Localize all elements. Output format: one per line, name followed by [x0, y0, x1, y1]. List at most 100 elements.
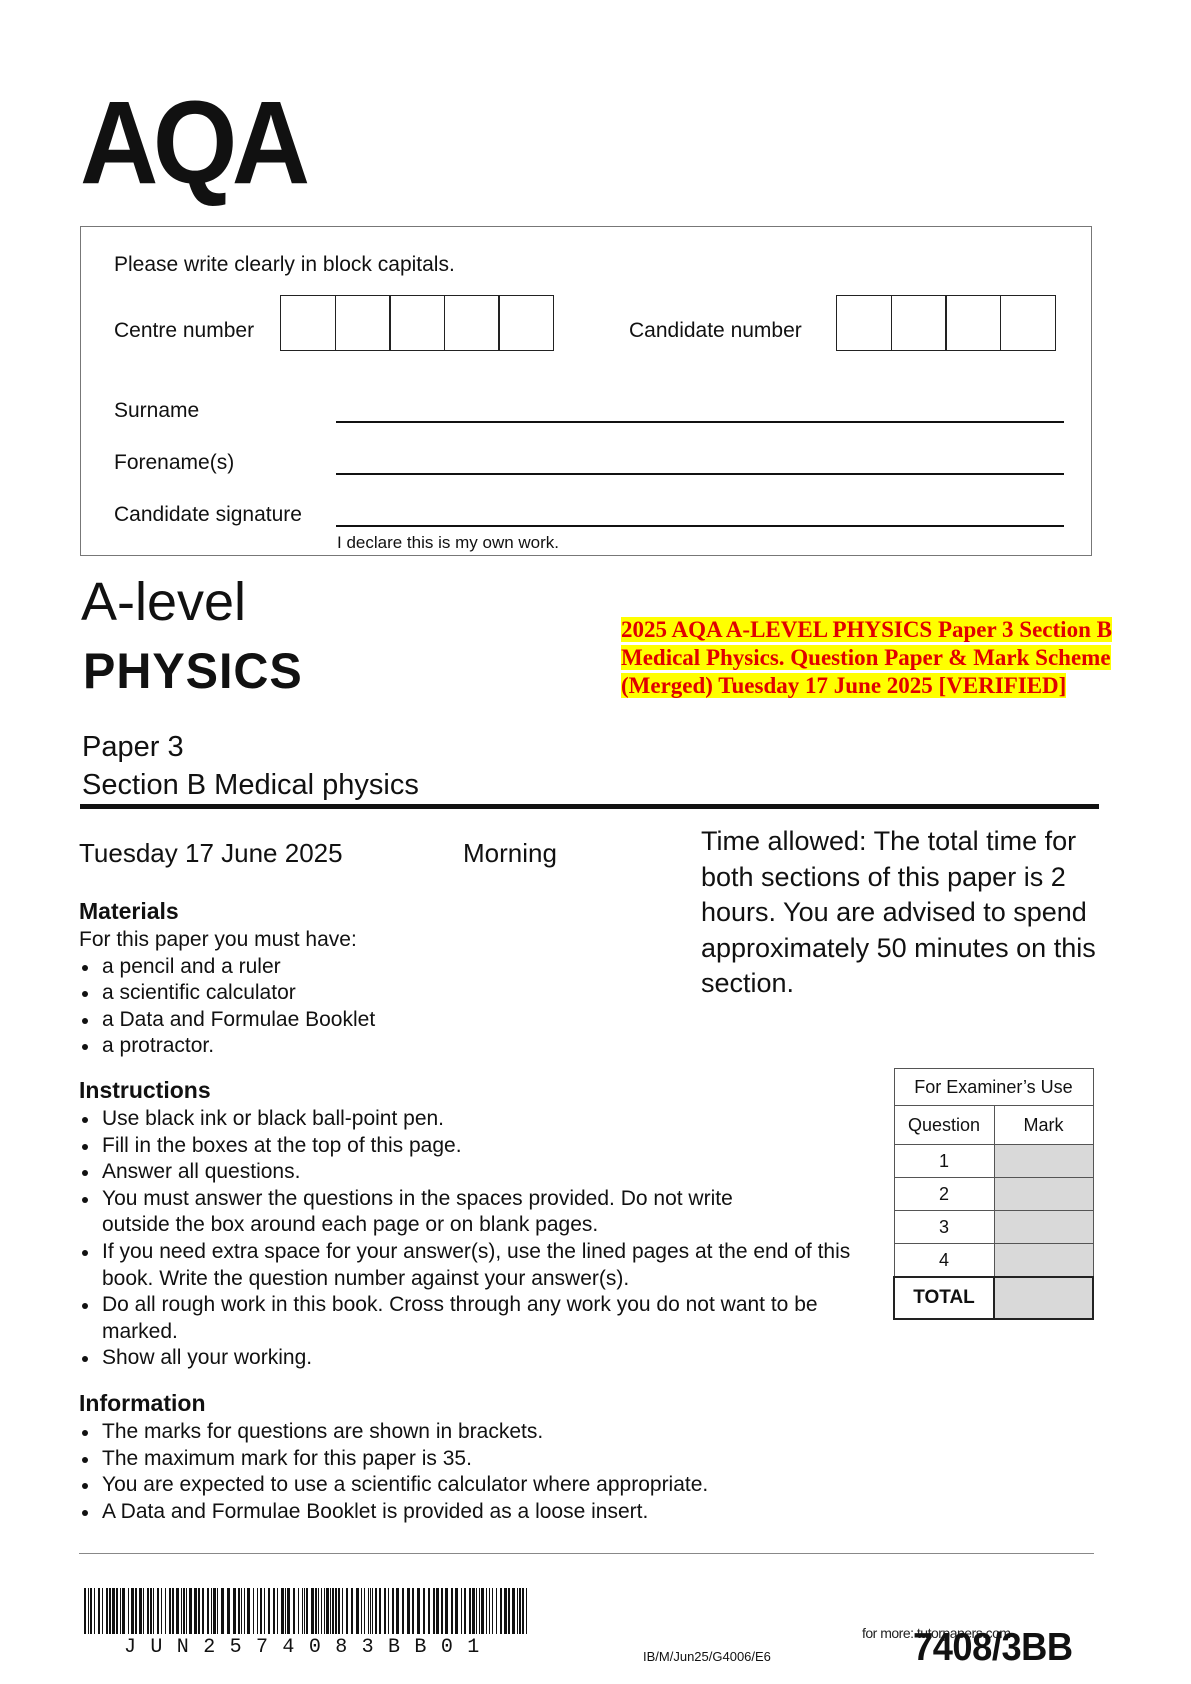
heading-divider	[80, 804, 1099, 809]
barcode-bar	[526, 1588, 527, 1634]
footer-divider	[79, 1553, 1094, 1554]
question-number: 4	[893, 1243, 995, 1278]
instructions-heading: Instructions	[79, 1077, 211, 1103]
candidate-details-box: Please write clearly in block capitals. …	[80, 226, 1092, 556]
barcode-bar	[112, 1588, 115, 1634]
barcode-bar	[176, 1588, 179, 1634]
barcode-bar	[281, 1588, 284, 1634]
information-heading: Information	[79, 1390, 206, 1416]
candidate-number-boxes[interactable]	[836, 295, 1056, 351]
barcode-bar	[298, 1588, 299, 1634]
barcode-bar	[198, 1588, 200, 1634]
list-item: The maximum mark for this paper is 35.	[79, 1446, 859, 1473]
barcode-text: JUN2574083BB01	[124, 1636, 494, 1659]
barcode-bar	[517, 1588, 518, 1634]
table-row: 4	[893, 1243, 1094, 1278]
barcode-bar	[311, 1588, 314, 1634]
barcode-bar	[508, 1588, 510, 1634]
mark-cell	[993, 1243, 1094, 1278]
information-section: Information The marks for questions are …	[79, 1390, 859, 1525]
highlight-banner: 2025 AQA A-LEVEL PHYSICS Paper 3 Section…	[621, 616, 1151, 700]
centre-number-digit[interactable]	[280, 295, 336, 351]
barcode-bar	[332, 1588, 334, 1634]
question-number: 2	[893, 1177, 995, 1211]
instructions-section: Instructions Use black ink or black ball…	[79, 1077, 859, 1372]
barcode-bar	[512, 1588, 515, 1634]
barcode-bar	[241, 1588, 242, 1634]
barcode-bar	[217, 1588, 218, 1634]
barcode-bar	[324, 1588, 325, 1634]
candidate-number-digit[interactable]	[945, 295, 1001, 351]
list-item: Use black ink or black ball-point pen.	[79, 1106, 859, 1133]
barcode-bar	[342, 1588, 343, 1634]
forenames-field[interactable]	[336, 473, 1064, 475]
table-row: 1	[893, 1144, 1094, 1178]
barcode-bar	[504, 1588, 507, 1634]
surname-label: Surname	[114, 399, 200, 422]
candidate-number-digit[interactable]	[836, 295, 892, 351]
paper-reference: IB/M/Jun25/G4006/E6	[643, 1649, 771, 1664]
barcode-bar	[496, 1588, 497, 1634]
barcode-bar	[116, 1588, 118, 1634]
mark-cell	[993, 1144, 1094, 1178]
barcode-bar	[519, 1588, 521, 1634]
barcode-bar	[306, 1588, 308, 1634]
centre-number-digit[interactable]	[334, 295, 391, 351]
barcode-bar	[169, 1588, 171, 1634]
barcode-bar	[321, 1588, 322, 1634]
barcode-bar	[211, 1588, 212, 1634]
barcode-bar	[264, 1588, 265, 1634]
barcode-bar	[189, 1588, 192, 1634]
barcode-bar	[183, 1588, 185, 1634]
list-item: a scientific calculator	[79, 980, 679, 1007]
barcode-bar	[500, 1588, 502, 1634]
barcode-bar	[481, 1588, 484, 1634]
barcode-bar	[207, 1588, 209, 1634]
question-number: 3	[893, 1210, 995, 1244]
barcode-bar	[402, 1588, 404, 1634]
paper-code: 7408/3BB	[913, 1626, 1073, 1669]
centre-number-digit[interactable]	[389, 295, 445, 351]
question-number: 1	[893, 1144, 995, 1178]
list-item: a Data and Formulae Booklet	[79, 1007, 679, 1034]
table-row: 2	[893, 1177, 1094, 1211]
barcode-bar	[244, 1588, 245, 1634]
barcode	[84, 1588, 527, 1634]
paper-section: Section B Medical physics	[82, 769, 419, 801]
barcode-bar	[98, 1588, 100, 1634]
centre-number-digit[interactable]	[498, 295, 554, 351]
information-list: The marks for questions are shown in bra…	[79, 1419, 859, 1525]
instructions-list: Use black ink or black ball-point pen. F…	[79, 1106, 859, 1372]
barcode-bar	[194, 1588, 197, 1634]
candidate-number-digit[interactable]	[890, 295, 947, 351]
materials-intro: For this paper you must have:	[79, 928, 357, 951]
candidate-number-digit[interactable]	[999, 295, 1056, 351]
surname-field[interactable]	[336, 421, 1064, 423]
signature-field[interactable]	[336, 525, 1064, 527]
materials-section: Materials For this paper you must have: …	[79, 898, 679, 1060]
barcode-bar	[335, 1588, 337, 1634]
barcode-bar	[330, 1588, 331, 1634]
barcode-bar	[213, 1588, 216, 1634]
barcode-bar	[469, 1588, 471, 1634]
watermark-text: for more: tutorpapers.com	[862, 1625, 1011, 1641]
barcode-bar	[346, 1588, 348, 1634]
subject-title: PHYSICS	[83, 643, 303, 699]
barcode-bar	[318, 1588, 319, 1634]
table-row: 3	[893, 1210, 1094, 1244]
list-item: Show all your working.	[79, 1345, 859, 1372]
barcode-bar	[522, 1588, 524, 1634]
list-item: The marks for questions are shown in bra…	[79, 1419, 859, 1446]
barcode-bar	[315, 1588, 317, 1634]
barcode-bar	[221, 1588, 224, 1634]
centre-number-digit[interactable]	[443, 295, 500, 351]
barcode-bar	[486, 1588, 487, 1634]
barcode-bar	[441, 1588, 443, 1634]
list-item: Fill in the boxes at the top of this pag…	[79, 1133, 859, 1160]
centre-number-boxes[interactable]	[280, 295, 554, 351]
barcode-bar	[461, 1588, 462, 1634]
barcode-bar	[293, 1588, 295, 1634]
barcode-bar	[370, 1588, 371, 1634]
barcode-bar	[412, 1588, 414, 1634]
barcode-bar	[372, 1588, 373, 1634]
